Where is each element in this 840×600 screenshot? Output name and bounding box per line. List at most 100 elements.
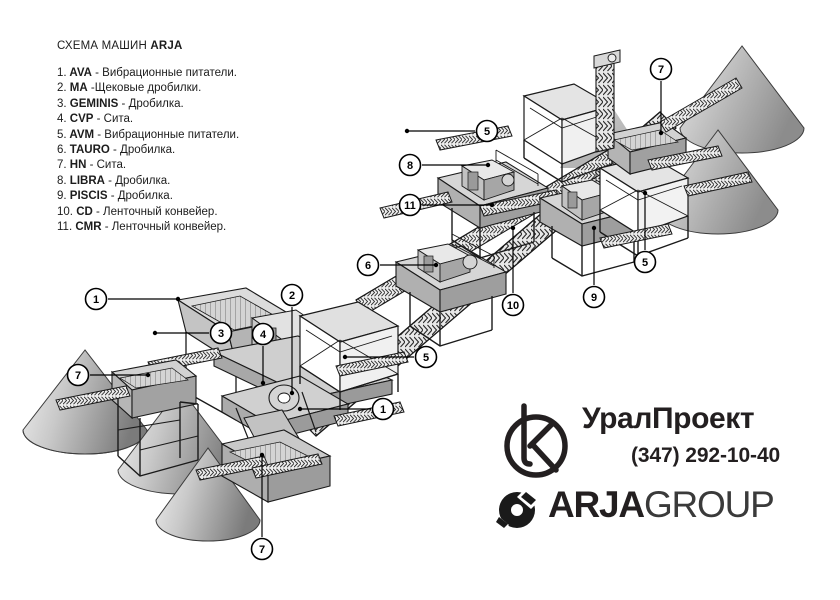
legend-item-number: 5. <box>57 128 67 141</box>
legend-item-code: CMR <box>72 221 102 234</box>
callout-number: 10 <box>507 300 519 312</box>
legend-item-number: 10. <box>57 205 73 218</box>
legend-item-code: MA <box>66 82 88 95</box>
arja-group-logo: ARJAGROUP <box>495 484 795 533</box>
callout-1: 1 <box>297 397 395 421</box>
legend-item: 10. CD - Ленточный конвейер. <box>57 205 377 220</box>
callout-circle <box>84 287 108 311</box>
callout-leader-tip <box>489 202 495 208</box>
callout-circle <box>280 283 304 307</box>
callout-circle <box>398 193 422 217</box>
legend-item-description: - Дробилка. <box>104 174 171 187</box>
legend-item: 5. AVM - Вибрационные питатели. <box>57 128 377 143</box>
legend-item-number: 6. <box>57 144 67 157</box>
callout-leader-tip <box>259 452 265 458</box>
legend-item-code: TAURO <box>66 144 110 157</box>
callout-number: 6 <box>365 260 371 272</box>
legend-list: 1. AVA - Вибрационные питатели.2. MA -Ще… <box>57 66 377 235</box>
legend-item-code: HN <box>66 159 87 172</box>
legend-item-description: - Дробилка. <box>109 144 176 157</box>
callout-leader-tip <box>433 262 439 268</box>
station-right-screen-hn <box>606 77 753 197</box>
callout-leader-tip <box>297 406 303 412</box>
callout-number: 2 <box>289 290 295 302</box>
callout-circle <box>398 153 422 177</box>
legend-item-number: 7. <box>57 159 67 172</box>
legend-item-code: CD <box>73 205 93 218</box>
callout-circle <box>371 397 395 421</box>
legend-item-description: - Дробилка. <box>107 190 173 203</box>
uralproekt-logo: УралПроект (347) 292-10-40 <box>500 398 800 484</box>
callout-9: 9 <box>582 225 606 309</box>
arja-disc-icon <box>495 489 539 531</box>
legend-item-code: PISCIS <box>66 190 108 203</box>
callout-number: 4 <box>260 329 267 341</box>
callout-7: 7 <box>250 452 274 561</box>
callout-leader-tip <box>152 330 158 336</box>
callout-3: 3 <box>152 321 233 345</box>
callout-5: 5 <box>404 119 499 143</box>
legend-item-description: - Ленточный конвейер. <box>101 221 227 234</box>
legend-item-number: 2. <box>57 82 67 95</box>
uralproekt-phone: (347) 292-10-40 <box>631 444 781 467</box>
callout-number: 11 <box>404 200 416 212</box>
callout-7: 7 <box>649 57 673 136</box>
legend-item-code: LIBRA <box>66 174 105 187</box>
callout-5: 5 <box>342 345 438 369</box>
legend-panel: СХЕМА МАШИН ARJA 1. AVA - Вибрационные п… <box>57 40 377 235</box>
legend-item-number: 1. <box>57 67 67 79</box>
callout-circle <box>633 250 657 274</box>
legend-item: 11. CMR - Ленточный конвейер. <box>57 220 377 235</box>
legend-item: 2. MA -Щековые дробилки. <box>57 81 377 96</box>
callout-leader-tip <box>404 128 410 134</box>
legend-item-code: AVA <box>66 67 92 79</box>
legend-item: 1. AVA - Вибрационные питатели. <box>57 66 377 81</box>
callout-10: 10 <box>501 225 525 317</box>
legend-item-number: 3. <box>57 97 67 110</box>
legend-item-description: - Вибрационные питатели. <box>94 128 240 141</box>
callout-number: 7 <box>259 544 265 556</box>
callout-leader-tip <box>658 130 664 136</box>
legend-item: 9. PISCIS - Дробилка. <box>57 189 377 204</box>
callout-number: 3 <box>218 328 224 340</box>
callout-leader-tip <box>591 225 597 231</box>
callout-5: 5 <box>633 190 657 274</box>
legend-item-description: - Дробилка. <box>118 97 184 110</box>
legend-title-brand: ARJA <box>150 40 183 52</box>
legend-title: СХЕМА МАШИН ARJA <box>57 40 377 52</box>
callout-leader-tip <box>260 380 266 386</box>
callout-leader-tip <box>642 190 648 196</box>
callout-1: 1 <box>84 287 181 311</box>
legend-item-number: 9. <box>57 190 67 203</box>
callout-number: 1 <box>93 294 99 306</box>
callout-leader-tip <box>145 372 151 378</box>
legend-item-number: 11. <box>57 221 73 234</box>
station-center-left <box>195 375 350 503</box>
station-libra <box>436 149 561 259</box>
callout-number: 1 <box>380 404 386 416</box>
elevator-tower <box>593 49 621 153</box>
callout-circle <box>209 321 233 345</box>
callout-circle <box>251 322 275 346</box>
legend-title-text: СХЕМА МАШИН <box>57 40 151 52</box>
callout-4: 4 <box>251 322 275 386</box>
callout-11: 11 <box>398 193 495 217</box>
legend-item: 4. CVP - Сита. <box>57 112 377 127</box>
callout-circle <box>356 253 380 277</box>
callout-circle <box>501 293 525 317</box>
callout-circle <box>475 119 499 143</box>
legend-item-code: AVM <box>66 128 95 141</box>
callout-leader-tip <box>289 390 295 396</box>
arja-wordmark-light: GROUP <box>643 484 775 525</box>
callout-leader-tip <box>510 225 516 231</box>
legend-item-description: - Вибрационные питатели. <box>91 67 238 79</box>
legend-item: 8. LIBRA - Дробилка. <box>57 174 377 189</box>
callout-number: 7 <box>75 370 81 382</box>
callout-8: 8 <box>398 153 491 177</box>
callout-number: 5 <box>642 257 648 269</box>
legend-item-code: GEMINIS <box>66 97 119 110</box>
legend-item-description: - Сита. <box>86 159 127 172</box>
callout-leader-tip <box>485 162 491 168</box>
